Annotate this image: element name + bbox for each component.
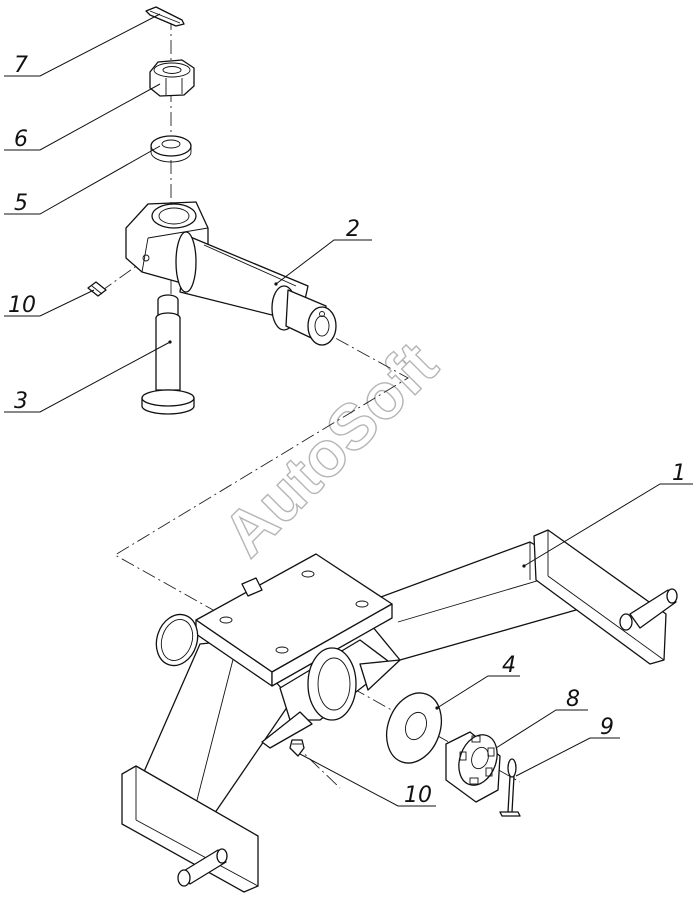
leader-3 [4, 341, 171, 413]
part-3-king-pin [141, 294, 195, 415]
callout-4: 4 [502, 653, 516, 678]
o-ring [155, 613, 199, 667]
leader-lines [4, 13, 693, 807]
watermark: AutoSoft [209, 328, 451, 570]
callout-5: 5 [14, 191, 28, 216]
callout-2: 2 [346, 217, 360, 242]
part-8-castle-nut [445, 731, 501, 803]
callout-8: 8 [566, 687, 580, 712]
leader-4 [436, 675, 520, 709]
axis-part-10-upper [99, 261, 143, 293]
part-10-grease-fitting-lower [289, 739, 305, 757]
leader-9 [515, 737, 620, 777]
callout-labels: 7 6 5 2 10 3 1 4 8 9 10 [8, 53, 686, 808]
callout-1: 1 [672, 461, 686, 486]
callout-10-lower: 10 [404, 783, 432, 808]
part-7-cotter-pin [145, 6, 185, 27]
leader-10-lower [299, 753, 436, 807]
leader-1 [523, 483, 693, 567]
leader-2 [275, 239, 372, 285]
part-9-cotter-pin [499, 758, 521, 817]
part-1-main-frame [121, 529, 678, 893]
part-5-washer [150, 135, 192, 163]
part-10-grease-fitting-upper [87, 281, 107, 297]
callout-3: 3 [14, 389, 28, 414]
leader-10-upper [4, 289, 95, 317]
callout-6: 6 [14, 127, 28, 152]
leader-8 [495, 709, 588, 749]
callout-10-upper: 10 [8, 293, 36, 318]
callout-7: 7 [14, 53, 28, 78]
part-6-hex-nut [149, 59, 195, 97]
part-2-pivot-arm [125, 201, 337, 346]
part-4-large-washer [385, 692, 443, 764]
leader-5 [4, 145, 161, 215]
leader-6 [4, 83, 161, 151]
callout-9: 9 [600, 715, 614, 740]
leader-7 [4, 13, 161, 77]
